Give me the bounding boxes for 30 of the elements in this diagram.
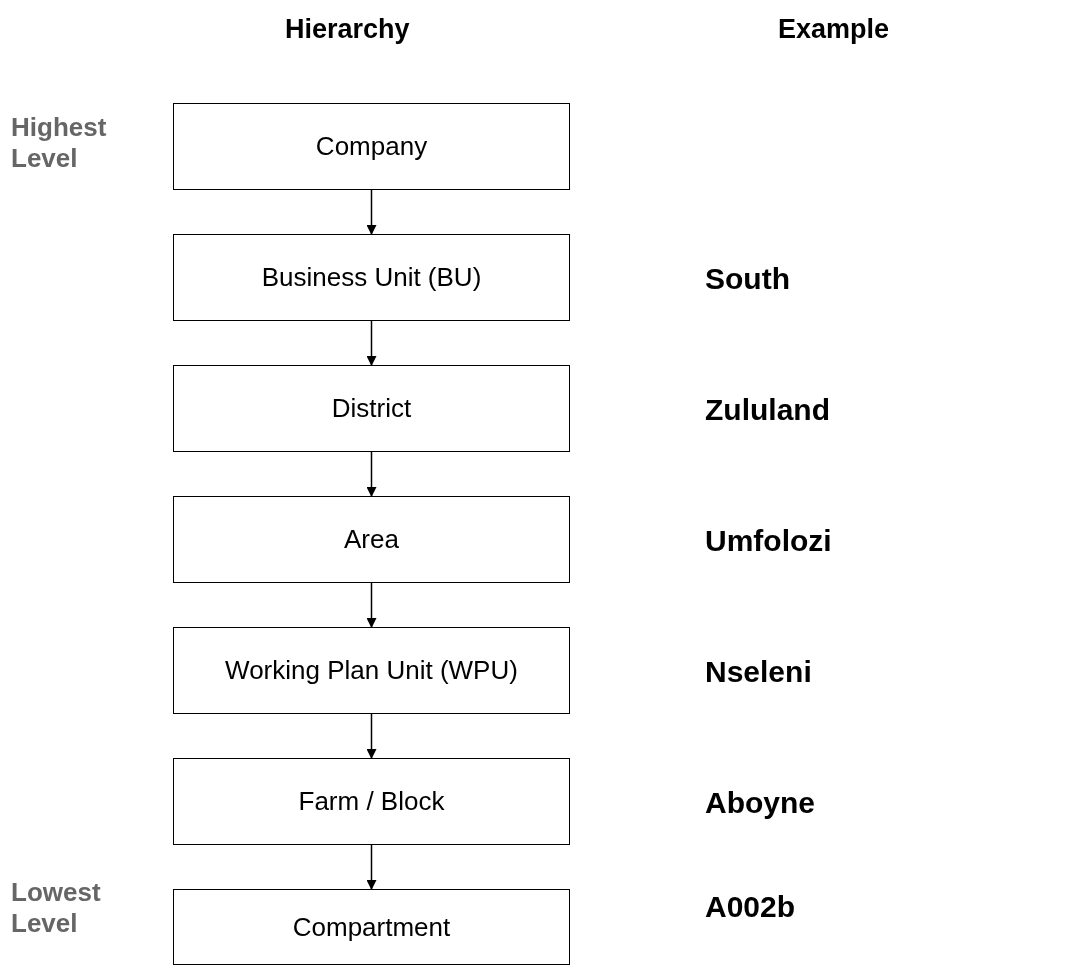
level-box — [173, 758, 570, 845]
example-value: Aboyne — [705, 786, 815, 820]
level-name: Working Plan Unit (WPU) — [225, 655, 518, 686]
level-name: Farm / Block — [298, 786, 445, 817]
column-heading: Hierarchy — [285, 14, 410, 45]
level-name: Company — [315, 131, 428, 162]
example-value: South — [705, 262, 790, 296]
level-box — [173, 103, 570, 190]
example-value: Umfolozi — [705, 524, 832, 558]
arrow — [366, 189, 377, 235]
level-box — [173, 889, 570, 965]
example-value: A002b — [705, 890, 796, 924]
level-note: Highest Level — [11, 112, 108, 175]
arrow — [366, 713, 377, 759]
example-value: Nseleni — [705, 655, 812, 689]
level-name: Area — [344, 524, 399, 555]
level-box — [173, 234, 570, 321]
column-heading: Example — [778, 14, 890, 45]
arrow — [366, 451, 377, 497]
level-box — [173, 496, 570, 583]
level-name: Business Unit (BU) — [261, 262, 482, 293]
level-note: Lowest Level — [11, 877, 102, 940]
arrow — [366, 844, 377, 890]
level-box — [173, 365, 570, 452]
level-name: Compartment — [292, 911, 451, 943]
arrow — [366, 582, 377, 628]
example-value: Zululand — [705, 393, 830, 427]
arrow — [366, 320, 377, 366]
level-box — [173, 627, 570, 714]
level-name: District — [331, 393, 412, 424]
